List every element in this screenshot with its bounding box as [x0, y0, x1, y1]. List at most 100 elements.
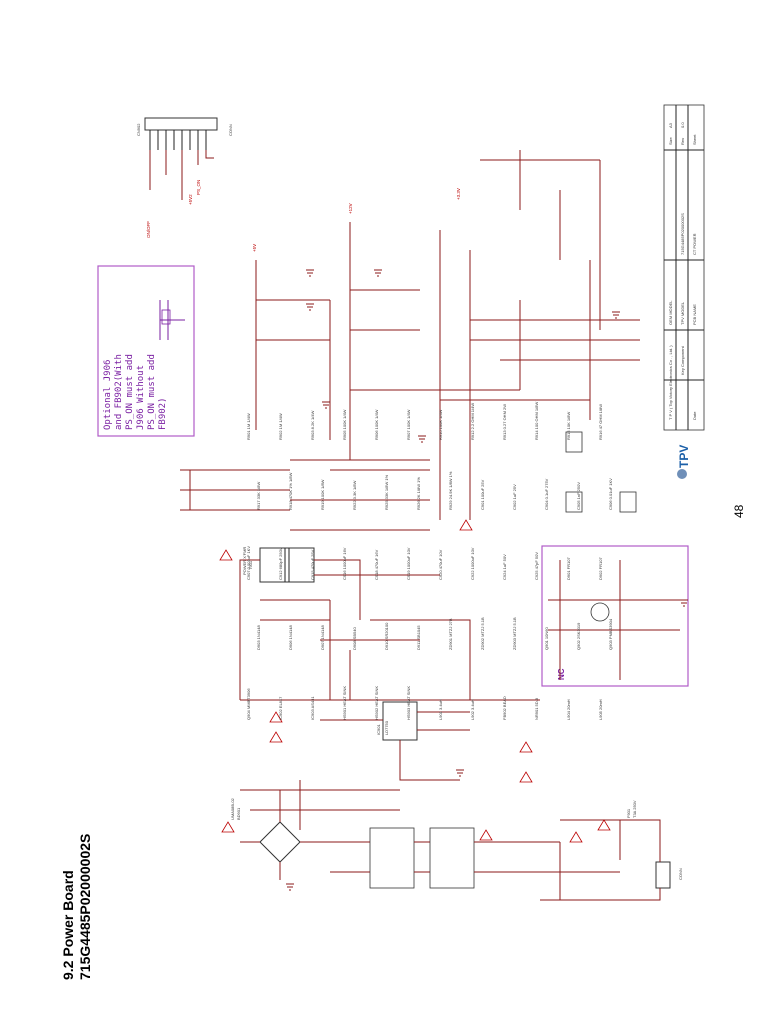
component-label: D907 1N4148 [320, 625, 325, 650]
output-connector: CN902 CONN [136, 117, 233, 200]
component-label: C918 470uF 16V [374, 549, 379, 580]
component-label: R901 1M 1/4W [246, 413, 251, 440]
input-connector-label: CONN [678, 868, 683, 880]
title-sheet-label: Sheet [692, 134, 697, 145]
net-label-5v: +5V [252, 244, 257, 252]
title-date-label: Date [692, 411, 697, 420]
net-label-onoff: ON/OFF [146, 221, 151, 238]
component-label: R905 100K 1/4W [342, 409, 347, 440]
component-label: HS901 HEAT SINK [342, 686, 347, 720]
title-key-component: Key Component [680, 345, 685, 375]
transformer-ref: T901 [248, 560, 253, 570]
component-label: C924 1uF 50V [502, 554, 507, 580]
component-label: D902 FR107 [598, 557, 603, 580]
component-label: C919 1000uF 10V [406, 547, 411, 580]
component-label: C916 1000uF 16V [342, 547, 347, 580]
heat-sinks [565, 431, 637, 513]
title-pcb-name-value: 715G4485P02000002S [680, 213, 685, 255]
component-label: HS903 HEAT SINK [406, 686, 411, 720]
component-label: R913 0.27 OHM 2W [502, 404, 507, 440]
net-label-5v2: +5V2 [188, 194, 193, 205]
transformer: T901 POWER X'FMR [239, 547, 440, 700]
component-label: C901 100uF 25V [480, 479, 485, 510]
note-line-6: FB902) [158, 397, 168, 430]
component-label: Q903 PMBS3904 [608, 618, 613, 650]
component-label: R912 2.2 OHM 1/4W [470, 403, 475, 440]
component-label: C906 0.01uF 1KV [608, 478, 613, 510]
component-label: IC902 EL817 [278, 696, 283, 720]
component-label: R906 100K 1/4W [374, 409, 379, 440]
title-oem-model: OEM MODEL [668, 300, 673, 325]
net-label-pson: PS_ON [196, 180, 201, 195]
primary-wiring [240, 599, 540, 830]
component-label: R918 470K 1% 1/8W [288, 472, 293, 510]
optional-note-box: Optional J906 and FB902(With PS_ON must … [97, 265, 195, 437]
title-block: T P V ( Top Victory Electronics Co . , L… [663, 104, 705, 479]
emi-filter [330, 819, 640, 901]
component-label: R903 8.2K 1/4W [310, 410, 315, 440]
component-label: Q902 2SK3019 [576, 622, 581, 650]
input-connector: CONN F901 T3A 250V [620, 800, 683, 901]
component-label: L901 3.4uH [438, 699, 443, 720]
bridge-rectifier: BD901 UMA08B-02 [230, 790, 330, 880]
component-label: C905 1nF 250V [576, 482, 581, 510]
component-label: D903 1N4148 [256, 625, 261, 650]
component-label: NR901 5D-9 [534, 697, 539, 720]
secondary-wiring [180, 150, 640, 531]
component-label: R916 47 OHM 1/8W [598, 404, 603, 440]
title-company: T P V ( Top Victory Electronics Co . , L… [668, 345, 673, 420]
title-rev-value: 0.0 [680, 122, 685, 128]
warning-symbols [219, 519, 611, 843]
component-label: ZD902 MTZJ 5.1B [480, 617, 485, 650]
fuse-label: T3A 250V [632, 800, 637, 818]
component-label: D908 SB540 [352, 627, 357, 650]
title-rev-label: Rev [680, 138, 685, 145]
component-label: D906 1N4148 [288, 625, 293, 650]
controller-ref: IC901 [376, 724, 381, 735]
transformer-label: POWER X'FMR [242, 547, 247, 575]
component-label: L905 20mH [598, 699, 603, 720]
component-label: R914 100 OHM 1/8W [534, 402, 539, 440]
component-label: C904 0.1uF 275V [544, 478, 549, 510]
component-label: Q904 MMBT3906 [246, 688, 251, 720]
note-line-1: Optional J906 [103, 360, 113, 430]
component-label: HS902 HEAT SINK [374, 686, 379, 720]
component-label: C902 1uF 25V [512, 484, 517, 510]
component-label: L904 20mH [566, 699, 571, 720]
note-line-5: PS_ON must add [147, 354, 157, 430]
component-label: R917 33K 1/8W [256, 482, 261, 510]
component-label: D901 FR107 [566, 557, 571, 580]
component-label: C912 680pF 250V [278, 547, 283, 580]
note-line-4: J906 Without [136, 365, 146, 430]
component-label: R910 100K 1/4W [438, 409, 443, 440]
component-label: FB902 BEAD [502, 696, 507, 720]
component-label: C922 1000uF 10V [470, 547, 475, 580]
bridge-ref: BD901 [236, 807, 241, 820]
component-label: R915 10K 1/8W [566, 412, 571, 440]
fuse-ref: F901 [626, 808, 631, 818]
component-label: Q901 10N60 [544, 627, 549, 650]
net-label-3v3: +3.3V [456, 188, 461, 200]
component-label: R907 100K 1/4W [406, 409, 411, 440]
component-label: D911 SB1045 [416, 625, 421, 650]
nc-box: NC [541, 545, 689, 687]
title-tpv-model: TPV MODEL [680, 301, 685, 325]
component-label: D910 SR20100 [384, 622, 389, 650]
title-ct-power: CT POWER [692, 233, 697, 255]
controller-ic: IC901 LD7750 [320, 701, 470, 781]
component-label: C925 47pF 50V [534, 552, 539, 580]
nc-label: NC [557, 668, 566, 680]
note-line-3: PS_ON must add [125, 354, 135, 430]
title-size-label: Size [668, 136, 673, 145]
bridge-label: UMA08B-02 [230, 797, 235, 820]
component-label: ZD903 MTZJ 5.1B [512, 617, 517, 650]
tpv-logo: TPV [677, 445, 691, 468]
net-label-12v: +12V [348, 203, 353, 214]
component-label: C907 0.001uF 1KV [246, 546, 251, 580]
title-pcb-name: PCB NAME [692, 304, 697, 325]
component-label: R929 24.9K 1/8W 1% [448, 471, 453, 510]
component-label: C915 470uF 25V [310, 549, 315, 580]
connector-ref: CN902 [136, 123, 141, 136]
connector-label: CONN [228, 124, 233, 136]
component-label: IC903 AS431 [310, 696, 315, 720]
